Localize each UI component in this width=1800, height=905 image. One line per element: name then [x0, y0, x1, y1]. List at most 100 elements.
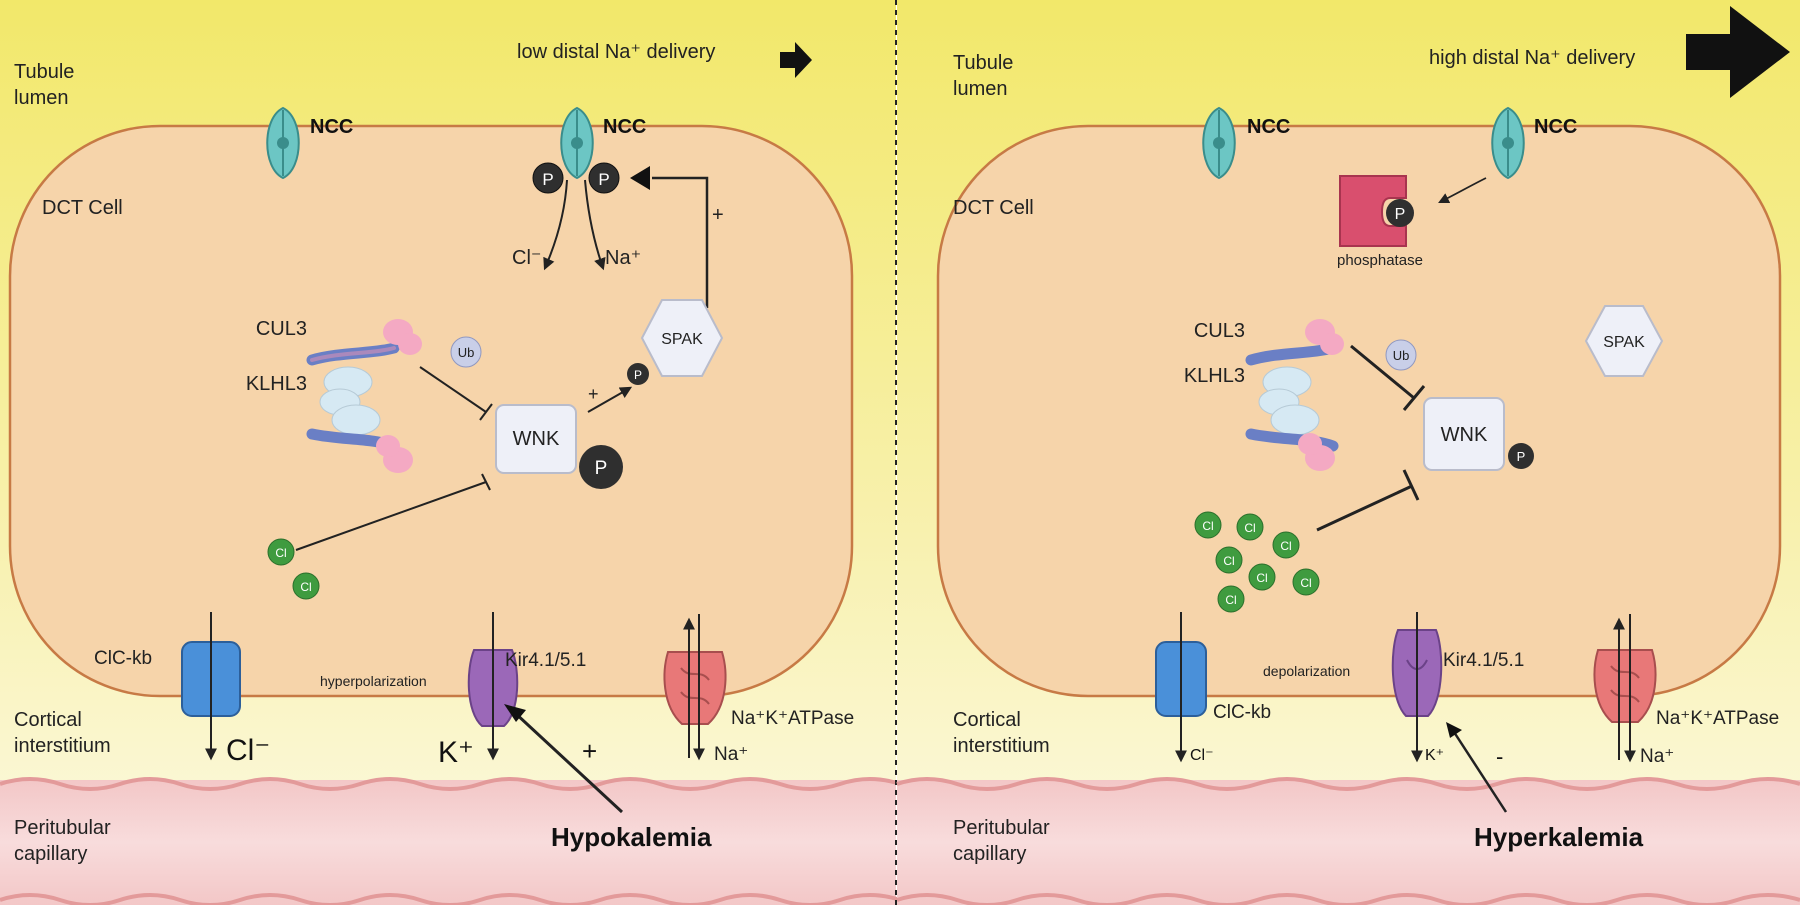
right-cl-ion-label-7: Cl: [1225, 593, 1236, 607]
left-ncc-phosphate-2: [588, 162, 620, 194]
left-na-efflux-label: Na⁺: [714, 744, 748, 765]
left-wnk-phosphate: [579, 445, 623, 489]
left-ncc-label-1: NCC: [310, 116, 353, 138]
right-ncc-dephosphorylation-arrow: [1438, 177, 1487, 203]
right-condition-sign: -: [1496, 744, 1503, 769]
left-cl-efflux-label: Cl⁻: [226, 734, 270, 767]
right-cul3-wnk-inhibition-bar: [1402, 385, 1426, 411]
right-cl-ion-label-6: Cl: [1300, 576, 1311, 590]
left-kir-label: Kir4.1/5.1: [505, 650, 586, 671]
left-condition-arrow: [512, 710, 624, 814]
left-polarization-label: hyperpolarization: [320, 673, 427, 689]
right-cul3-label: CUL3: [1194, 320, 1245, 342]
left-na-influx-label: Na⁺: [605, 247, 641, 269]
left-capillary-label-line2: capillary: [14, 843, 87, 865]
right-ub-label: Ub: [1393, 348, 1410, 363]
left-spak-ncc-arrowhead: [630, 166, 650, 190]
right-cl-ion-label-3: Cl: [1280, 539, 1291, 553]
left-ncc-transporter-1: [266, 106, 300, 180]
left-ncc-phosphate-label-1: P: [542, 170, 553, 189]
right-cul3-wnk-inhibition: [1350, 344, 1415, 400]
left-ncc-transporter-2: [560, 106, 594, 180]
left-cul3-wnk-inhibition-bar: [479, 403, 493, 421]
left-dct-cell: [8, 124, 854, 698]
left-spak-kinase: [640, 299, 724, 377]
right-phosphatase-label: phosphatase: [1337, 252, 1423, 269]
left-delivery-arrow-icon: [780, 42, 812, 78]
left-cl-ion-1: [267, 538, 295, 566]
right-clc-label: ClC-kb: [1213, 702, 1271, 723]
right-peritubular-capillary: [896, 777, 1800, 905]
left-peritubular-capillary: [0, 777, 901, 905]
right-panel: Tubule lumen high distal Na⁺ delivery NC…: [896, 0, 1800, 905]
left-condition-sign: +: [582, 736, 597, 766]
right-phosphatase-phosphate: [1386, 199, 1414, 227]
right-cl-efflux-label: Cl⁻: [1190, 747, 1214, 764]
right-dct-cell: [936, 124, 1782, 698]
right-cl-ion-label-1: Cl: [1202, 519, 1213, 533]
right-klhl3-label: KLHL3: [1184, 365, 1245, 387]
left-ub-label: Ub: [458, 345, 475, 360]
right-delivery-text: high distal Na⁺ delivery: [1429, 47, 1635, 69]
left-cul3-label: CUL3: [256, 318, 307, 340]
left-na-k-atpase: [663, 651, 727, 725]
right-na-k-atpase: [1593, 649, 1657, 723]
left-delivery-text: low distal Na⁺ delivery: [517, 41, 715, 63]
left-cl-influx-label: Cl⁻: [512, 247, 541, 269]
left-wnk-label: WNK: [513, 428, 560, 450]
left-condition-arrowhead: [504, 704, 526, 722]
right-cl-ion-label-2: Cl: [1244, 521, 1255, 535]
left-k-efflux-label: K⁺: [438, 736, 474, 769]
right-spak-kinase: [1584, 305, 1664, 377]
left-cl-wnk-inhibition-bar: [481, 473, 491, 491]
left-lumen-label-line2: lumen: [14, 87, 68, 109]
right-polarization-label: depolarization: [1263, 663, 1350, 679]
right-condition-arrowhead: [1446, 722, 1462, 738]
left-na-arrow: [584, 179, 606, 271]
right-na-efflux-label: Na⁺: [1640, 746, 1674, 767]
right-wnk-phosphate: [1508, 443, 1534, 469]
right-phosphatase-phosphate-label: P: [1395, 206, 1406, 223]
right-ncc-label-1: NCC: [1247, 116, 1290, 138]
right-ncc-transporter-2: [1491, 106, 1525, 180]
right-cul3-klhl3-complex: [1245, 319, 1344, 471]
left-clc-label: ClC-kb: [94, 648, 152, 669]
right-wnk-label: WNK: [1441, 424, 1488, 446]
left-spak-label: SPAK: [661, 331, 703, 348]
right-cell-label: DCT Cell: [953, 197, 1034, 219]
right-spak-label: SPAK: [1603, 334, 1645, 351]
left-spak-ncc-path: [652, 176, 709, 308]
left-cl-wnk-inhibition: [295, 481, 487, 551]
left-ubiquitin: [450, 336, 482, 368]
left-spak-phosphate: [627, 363, 649, 385]
left-cul3-wnk-inhibition: [419, 366, 487, 413]
right-interstitium-label-line1: Cortical: [953, 709, 1021, 731]
right-delivery-arrow-icon: [1686, 6, 1790, 98]
right-lumen-label-line1: Tubule: [953, 52, 1013, 74]
right-condition-label: Hyperkalemia: [1474, 822, 1644, 852]
left-capillary-label-line1: Peritubular: [14, 817, 111, 839]
left-wnk-plus-sign: +: [588, 384, 599, 404]
left-spak-plus-sign: +: [712, 204, 724, 226]
left-lumen-label-line1: Tubule: [14, 61, 74, 83]
left-cl-ion-label-1: Cl: [275, 546, 286, 560]
right-cl-wnk-inhibition: [1316, 484, 1413, 532]
left-panel: Tubule lumen low distal Na⁺ delivery NCC…: [0, 0, 901, 905]
left-interstitium-label-line1: Cortical: [14, 709, 82, 731]
right-cl-wnk-inhibition-bar: [1402, 469, 1420, 501]
right-cl-ion-label-4: Cl: [1223, 554, 1234, 568]
left-cl-arrow: [543, 179, 568, 271]
left-cell-label: DCT Cell: [42, 197, 123, 219]
right-interstitium-label-line2: interstitium: [953, 735, 1050, 757]
right-k-efflux-label: K⁺: [1425, 747, 1444, 764]
right-capillary-label-line1: Peritubular: [953, 817, 1050, 839]
left-ncc-label-2: NCC: [603, 116, 646, 138]
left-condition-label: Hypokalemia: [551, 822, 712, 852]
right-lumen-label-line2: lumen: [953, 78, 1007, 100]
right-cl-ion-cluster: [1194, 511, 1320, 613]
right-atpase-label: Na⁺K⁺ATPase: [1656, 708, 1779, 729]
left-cul3-klhl3-complex: [306, 319, 422, 473]
right-kir-label: Kir4.1/5.1: [1443, 650, 1524, 671]
left-klhl3-label: KLHL3: [246, 373, 307, 395]
